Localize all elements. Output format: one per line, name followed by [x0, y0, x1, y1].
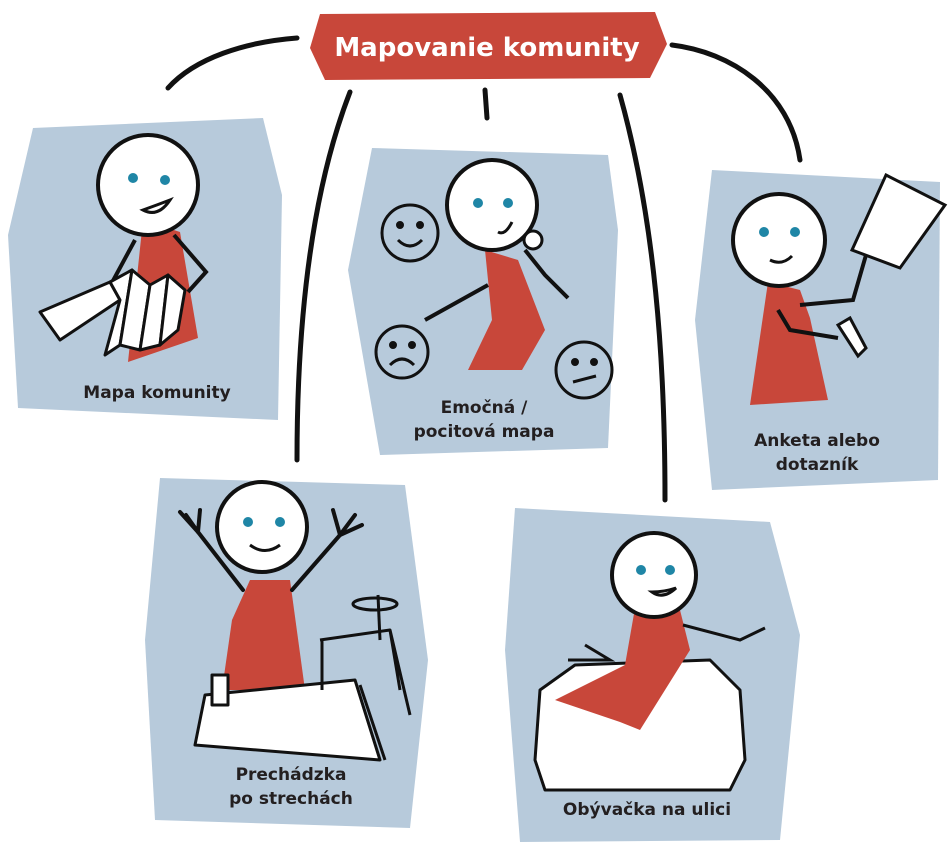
connector-lines [165, 35, 803, 503]
sad-face-icon [374, 324, 430, 380]
rooftops [193, 594, 412, 762]
label-anketa-line2: dotazník [776, 455, 859, 475]
connector-to-mapa-komunity [165, 35, 300, 91]
label-emocna-mapa-line1: Emočná / [441, 398, 529, 418]
connector-to-anketa [669, 42, 803, 163]
label-prechadzka-line1: Prechádzka [236, 765, 347, 785]
figure-in-armchair [533, 531, 766, 792]
panel-obyvacka [505, 508, 800, 842]
connector-to-emocna-mapa [482, 87, 490, 121]
folded-map [38, 268, 187, 357]
questionnaire-paper [849, 172, 948, 270]
figure-holding-map [38, 133, 209, 362]
panel-mapa-komunity [8, 118, 282, 420]
connector-to-prechadzka [294, 89, 353, 463]
thinking-figure [424, 158, 570, 370]
figure-with-paper [731, 172, 948, 405]
neutral-face-icon [554, 340, 614, 400]
pen-icon [835, 315, 868, 359]
panel-emocna-mapa [348, 148, 618, 455]
panel-anketa [695, 170, 948, 490]
cheering-figure [178, 480, 364, 690]
panel-prechadzka [145, 478, 428, 828]
title-banner [310, 12, 667, 80]
label-anketa-line1: Anketa alebo [754, 431, 880, 451]
happy-face-icon [380, 203, 440, 263]
label-emocna-mapa-line2: pocitová mapa [414, 422, 555, 442]
label-obyvacka: Obývačka na ulici [563, 800, 731, 820]
diagram-title: Mapovanie komunity [334, 33, 639, 63]
connector-to-obyvacka [617, 92, 668, 503]
label-prechadzka-line2: po strechách [229, 789, 353, 809]
label-mapa-komunity: Mapa komunity [83, 383, 230, 403]
